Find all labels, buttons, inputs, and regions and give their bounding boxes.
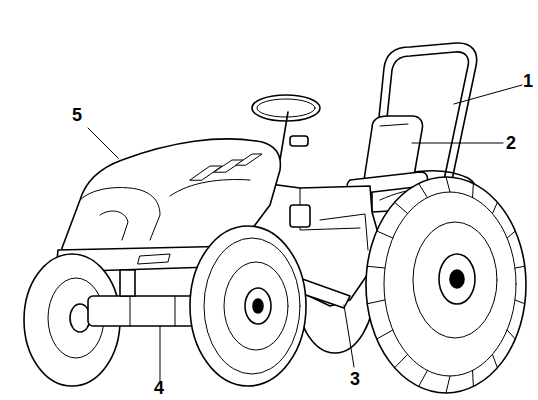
tire-tread: [419, 184, 428, 198]
tire-tread: [419, 370, 428, 386]
tire-tread: [395, 354, 408, 367]
callout-number: 3: [350, 370, 360, 388]
callout-number: 5: [72, 106, 82, 124]
tire-tread: [507, 231, 515, 238]
seat: [347, 116, 427, 194]
tire-tread: [367, 300, 385, 304]
leader-line: [412, 143, 503, 144]
tire-tread: [446, 376, 450, 393]
leader-line: [160, 326, 161, 381]
leader-line: [454, 85, 522, 104]
callout-number: 4: [154, 379, 164, 397]
tire-tread: [515, 266, 525, 268]
leader-line: [344, 305, 354, 367]
tire-tread: [507, 330, 515, 339]
tire-tread: [446, 177, 450, 192]
leader-lines: [88, 85, 522, 381]
front-axle: [88, 270, 206, 326]
tire-tread: [472, 184, 474, 198]
tire-tread: [492, 354, 497, 367]
callout-number: 2: [506, 134, 516, 152]
front-right-wheel: [190, 226, 306, 386]
tire-tread: [367, 266, 385, 268]
control-box: [290, 205, 310, 227]
callout-number: 1: [523, 72, 533, 90]
rear-right-wheel: [366, 177, 526, 393]
tire-tread: [377, 231, 393, 238]
tire-tread: [395, 202, 408, 213]
tire-tread: [492, 202, 497, 213]
tire-tread: [472, 370, 474, 386]
tire-tread: [377, 330, 393, 339]
leader-line: [88, 128, 118, 158]
tire-tread: [515, 300, 525, 304]
